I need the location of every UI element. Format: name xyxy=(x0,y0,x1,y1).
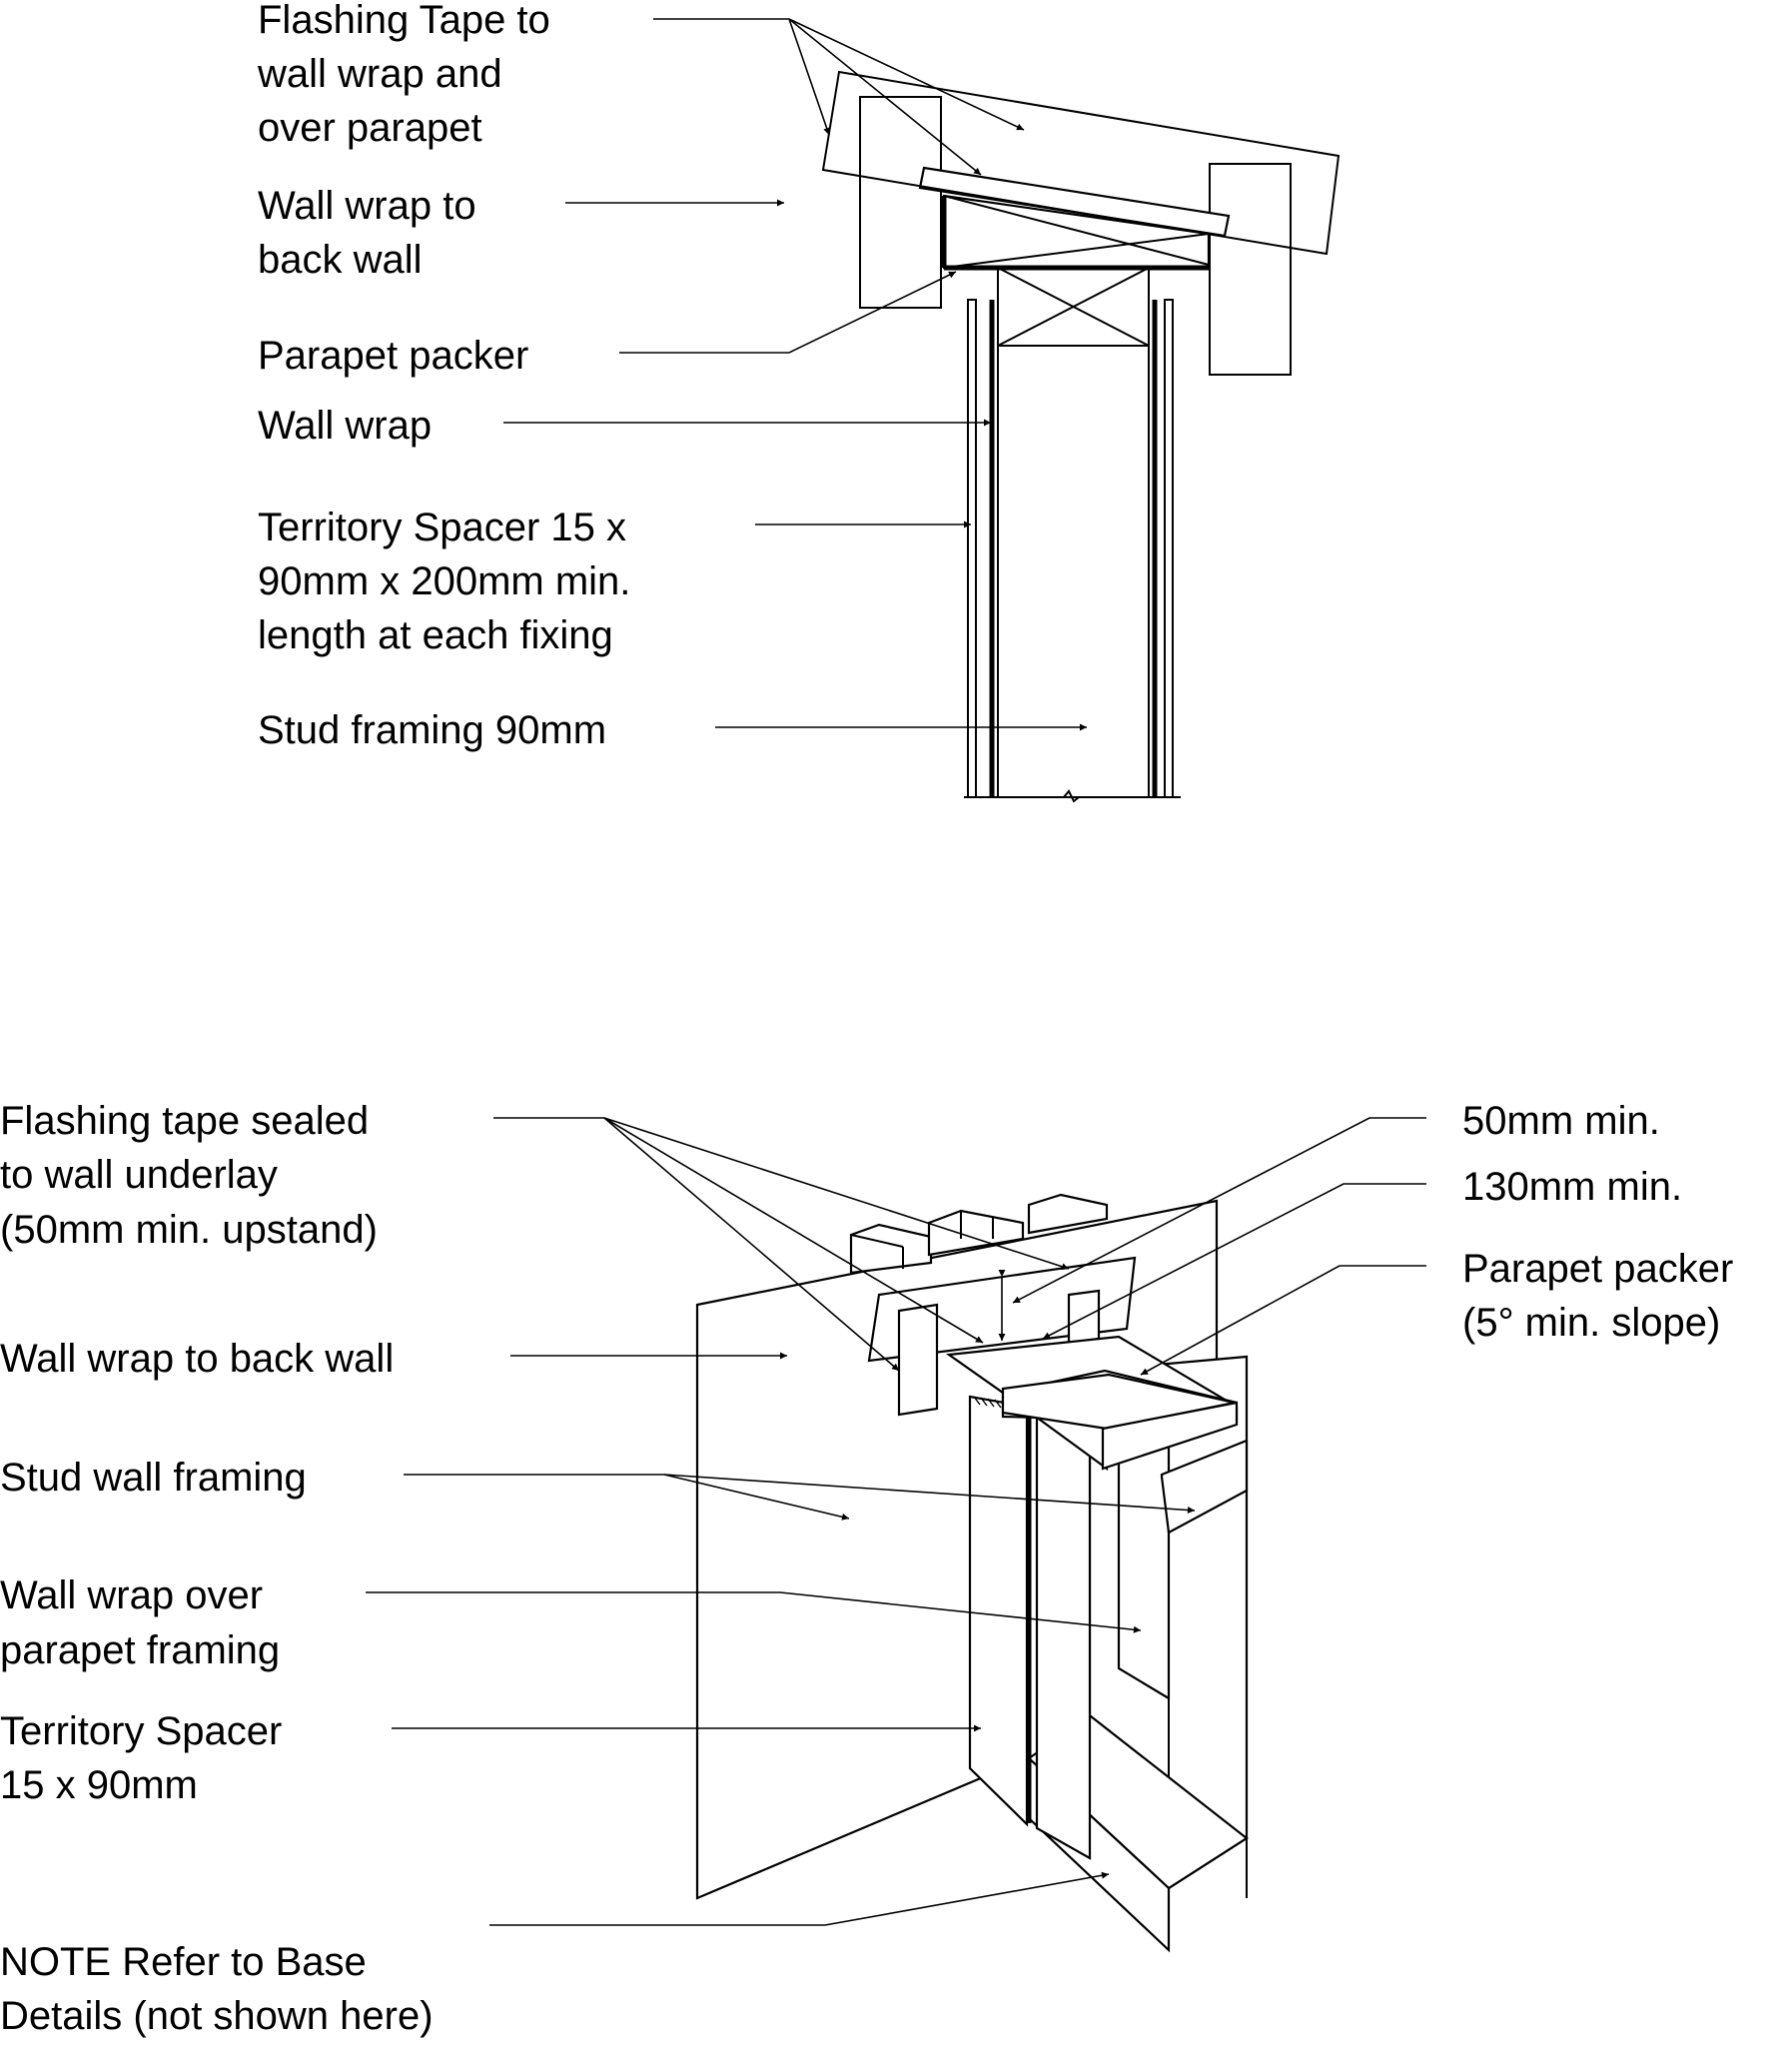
callout-text-line: to wall underlay xyxy=(0,1153,278,1197)
callout-text-line: Wall wrap to back wall xyxy=(0,1337,394,1381)
bottom-callout-flashing-tape: Flashing tape sealed to wall underlay (5… xyxy=(0,1099,378,1252)
bottom-callout-130mm: 130mm min. xyxy=(1462,1165,1682,1209)
callout-text-line: Territory Spacer 15 x xyxy=(258,506,626,549)
top-section-drawing xyxy=(821,70,1341,803)
bottom-callout-note: NOTE Refer to Base Details (not shown he… xyxy=(0,1940,434,2038)
callout-text-line: back wall xyxy=(258,238,423,282)
bottom-callout-stud-wall: Stud wall framing xyxy=(0,1456,307,1500)
spacer-block-right xyxy=(1209,163,1292,376)
top-plate xyxy=(997,267,1150,347)
bottom-callout-50mm: 50mm min. xyxy=(1462,1099,1660,1143)
callout-text-line: NOTE Refer to Base xyxy=(0,1940,367,1984)
callout-text-line: wall wrap and xyxy=(257,52,502,96)
stud-framing-section xyxy=(964,299,1181,803)
callout-text-line: Stud wall framing xyxy=(0,1456,307,1500)
bottom-callout-wall-wrap-back: Wall wrap to back wall xyxy=(0,1337,394,1381)
callout-text-line: Wall wrap xyxy=(258,404,432,448)
top-callout-wall-wrap: Wall wrap xyxy=(258,404,432,448)
callout-text-line: (5° min. slope) xyxy=(1462,1301,1720,1345)
callout-text-line: length at each fixing xyxy=(258,613,613,657)
top-spacer-blocks xyxy=(849,1193,1109,1275)
callout-text-line: 130mm min. xyxy=(1462,1165,1682,1209)
parapet-packer-section xyxy=(941,194,1211,271)
top-leaders xyxy=(503,18,1087,731)
spacer-block-1 xyxy=(897,1303,939,1417)
bottom-callout-parapet-packer: Parapet packer (5° min. slope) xyxy=(1462,1247,1733,1345)
callout-text-line: (50mm min. upstand) xyxy=(0,1208,378,1252)
flashing-tape-band xyxy=(821,70,1341,256)
top-callout-flashing-tape: Flashing Tape to wall wrap and over para… xyxy=(257,0,550,150)
stud-wall-framing xyxy=(968,1395,1092,1860)
callout-text-line: Parapet packer xyxy=(1462,1247,1733,1291)
top-callout-parapet-packer: Parapet packer xyxy=(258,334,528,378)
callout-text-line: parapet framing xyxy=(0,1628,280,1672)
bottom-isometric-drawing xyxy=(695,1193,1249,1953)
callout-text-line: Flashing tape sealed xyxy=(0,1099,369,1143)
top-callout-stud-framing: Stud framing 90mm xyxy=(258,708,606,752)
callout-text-line: 50mm min. xyxy=(1462,1099,1660,1143)
bottom-callout-territory-spacer: Territory Spacer 15 x 90mm xyxy=(0,1709,282,1807)
callout-text-line: Wall wrap over xyxy=(0,1573,263,1617)
bottom-leaders xyxy=(366,1117,1426,1926)
callout-text-line: 15 x 90mm xyxy=(0,1763,198,1807)
top-callout-territory-spacer: Territory Spacer 15 x 90mm x 200mm min. … xyxy=(258,506,630,657)
callout-text-line: 90mm x 200mm min. xyxy=(258,559,630,603)
top-callout-wall-wrap-back: Wall wrap to back wall xyxy=(258,184,476,282)
callout-text-line: Territory Spacer xyxy=(0,1709,282,1753)
callout-text-line: Wall wrap to xyxy=(258,184,476,228)
callout-text-line: Stud framing 90mm xyxy=(258,708,606,752)
callout-text-line: over parapet xyxy=(258,106,482,150)
callout-text-line: Flashing Tape to xyxy=(258,0,550,42)
callout-text-line: Parapet packer xyxy=(258,334,528,378)
bottom-callout-wall-wrap-parapet: Wall wrap over parapet framing xyxy=(0,1573,280,1672)
callout-text-line: Details (not shown here) xyxy=(0,1994,434,2038)
spacer-block-left xyxy=(859,96,942,309)
parapet-packer-3d xyxy=(945,1335,1239,1472)
